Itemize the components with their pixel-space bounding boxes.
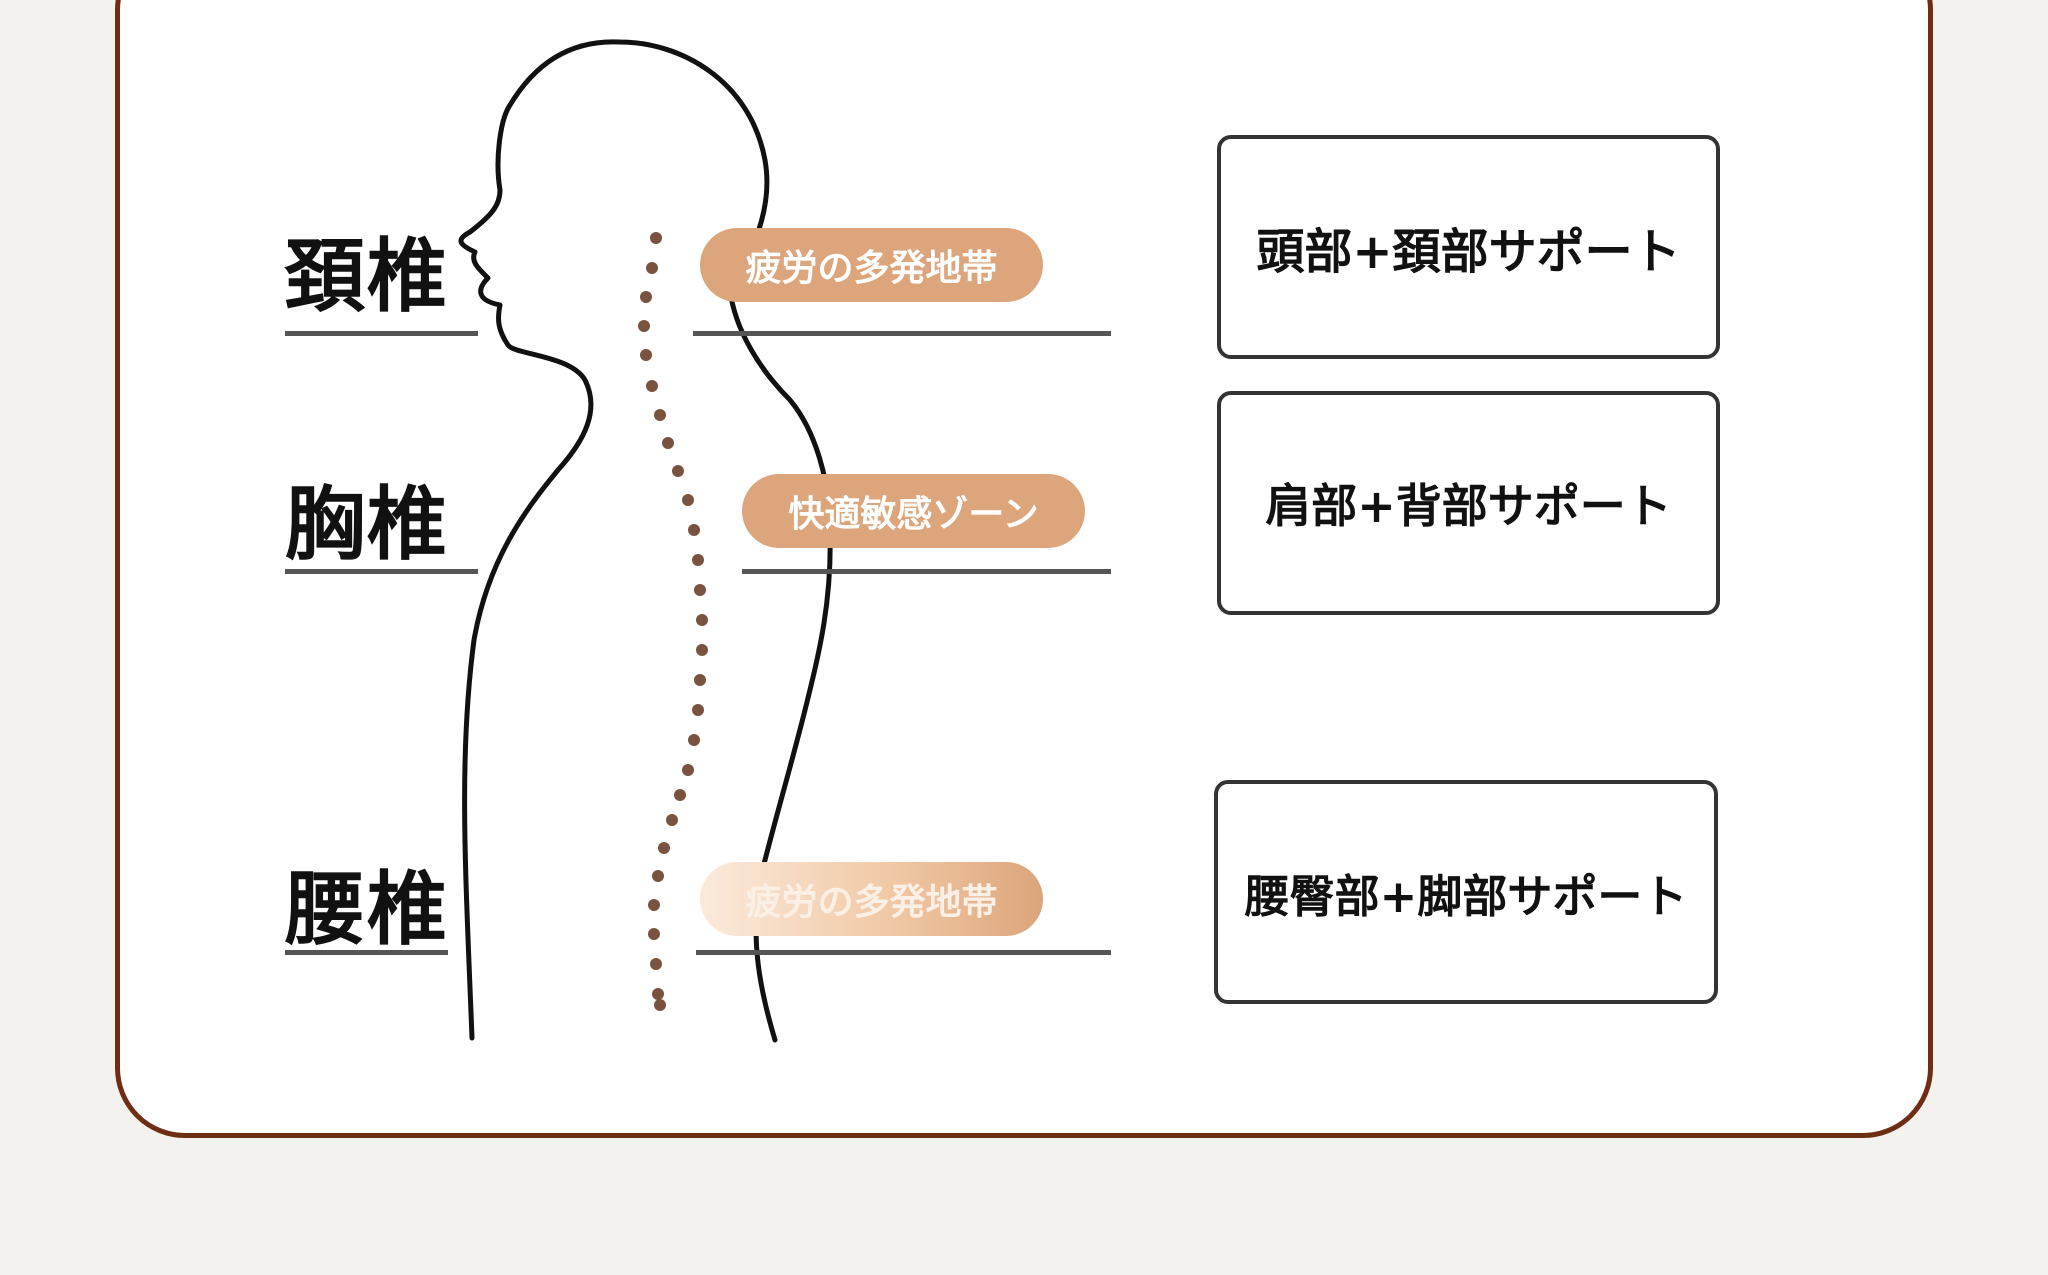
spine-dot [646,380,658,392]
region-label-lumbar: 腰椎 [285,863,449,956]
spine-dot [696,614,708,626]
spine-dot [688,524,700,536]
underline-cervical-right [693,331,1111,336]
spine-dot [648,899,660,911]
underline-thoracic-right [742,569,1111,574]
spine-dot [682,494,694,506]
spine-dot [640,349,652,361]
spine-dot [674,789,686,801]
support-box-shoulder-back: 肩部+背部サポート [1217,391,1720,615]
spine-dot [648,928,660,940]
spine-dot [652,870,664,882]
spine-dot [646,262,658,274]
zone-pill-thoracic: 快適敏感ゾーン [742,474,1085,548]
spine-dot [658,842,670,854]
spine-dot [696,644,708,656]
support-box-head-neck: 頭部+頚部サポート [1217,135,1720,359]
underline-lumbar-right [696,950,1111,955]
zone-pill-lumbar: 疲労の多発地帯 [700,862,1043,936]
spine-dot [652,988,664,1000]
underline-thoracic-left [285,569,478,574]
region-label-thoracic: 胸椎 [285,478,449,571]
spine-dot [640,291,652,303]
spine-dots [638,232,708,1011]
underline-cervical-left [285,331,478,336]
spine-dot [654,409,666,421]
support-box-hip-leg: 腰臀部+脚部サポート [1214,780,1718,1004]
zone-pill-cervical: 疲労の多発地帯 [700,228,1043,302]
region-label-cervical: 頚椎 [285,230,449,323]
spine-dot [692,554,704,566]
underline-lumbar-left [285,950,448,955]
spine-dot [666,814,678,826]
spine-dot [694,674,706,686]
spine-dot [650,958,662,970]
spine-dot [688,734,700,746]
spine-dot [694,584,706,596]
spine-dot [638,320,650,332]
spine-dot [650,232,662,244]
spine-dot [662,437,674,449]
spine-dot [654,999,666,1011]
spine-dot [672,465,684,477]
spine-dot [692,704,704,716]
spine-dot [682,764,694,776]
